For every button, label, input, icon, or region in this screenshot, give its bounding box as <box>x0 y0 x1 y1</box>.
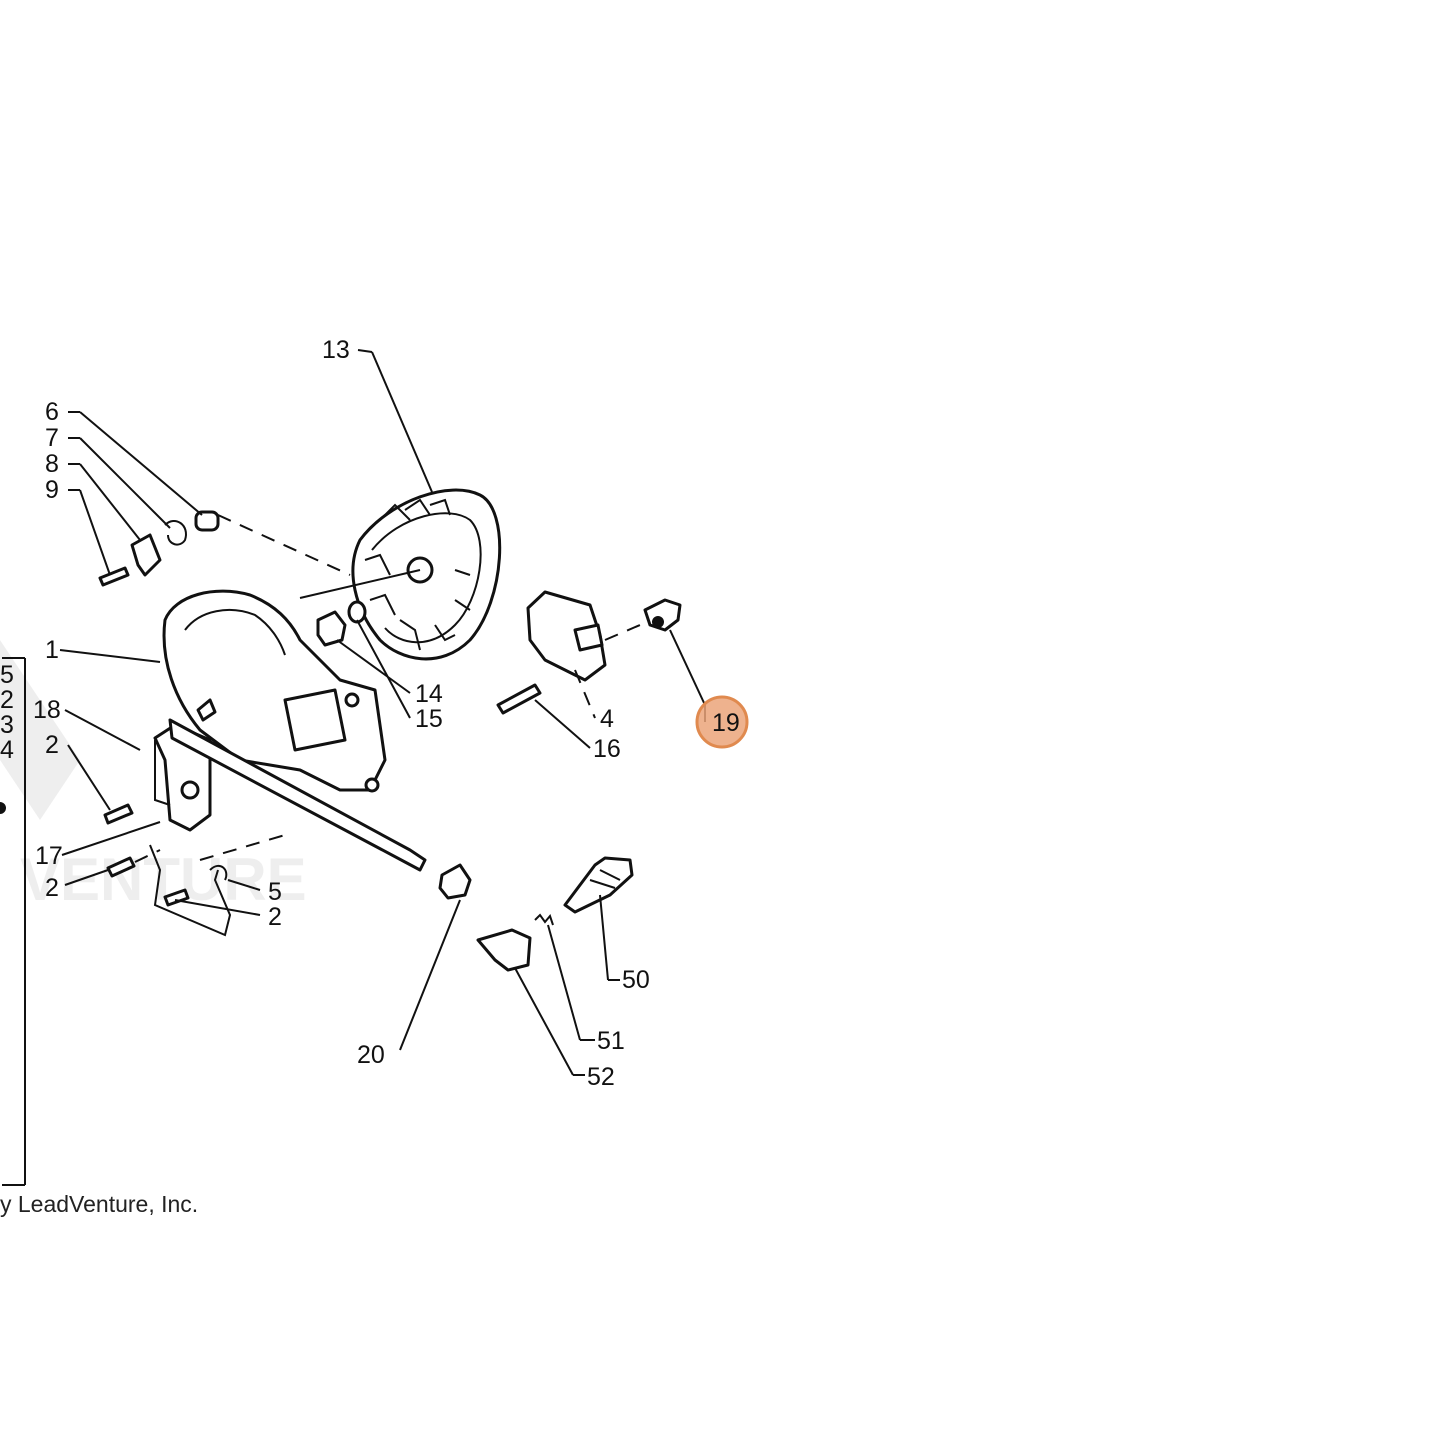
callout-6[interactable]: 6 <box>45 398 59 426</box>
callout-8[interactable]: 8 <box>45 450 59 478</box>
bolt-parts[interactable] <box>103 803 190 907</box>
callout-7[interactable]: 7 <box>45 424 59 452</box>
plug-boot-part[interactable] <box>476 928 532 972</box>
left-page-frame: 5 2 3 4 <box>0 657 26 1186</box>
callout-16[interactable]: 16 <box>593 735 621 763</box>
callout-labels: 13 6 7 8 9 1 18 2 17 2 5 2 14 15 4 16 19… <box>33 336 740 1091</box>
svg-text:VENTURE: VENTURE <box>20 846 307 913</box>
callout-13[interactable]: 13 <box>322 336 350 364</box>
wire-clip-part[interactable] <box>149 834 286 937</box>
bolt-16-part[interactable] <box>496 683 542 715</box>
callout-20[interactable]: 20 <box>357 1041 385 1069</box>
small-parts-group[interactable] <box>98 510 351 587</box>
spark-plug-part[interactable] <box>563 856 634 914</box>
spring-part[interactable] <box>534 913 554 926</box>
side-list-item: 3 <box>0 711 14 739</box>
callout-2[interactable]: 2 <box>268 903 282 931</box>
callout-52[interactable]: 52 <box>587 1063 615 1091</box>
grommet-20-part[interactable] <box>438 863 472 900</box>
watermark: VENTURE <box>0 640 307 913</box>
side-list-item: 5 <box>0 661 14 689</box>
highlight-marker <box>695 695 749 749</box>
fan-housing-part[interactable] <box>162 589 387 793</box>
leader-lines <box>59 349 706 1076</box>
callout-5[interactable]: 5 <box>268 878 282 906</box>
callout-15[interactable]: 15 <box>415 705 443 733</box>
copyright-text: y LeadVenture, Inc. <box>0 1191 198 1217</box>
callout-2[interactable]: 2 <box>45 874 59 902</box>
callout-17[interactable]: 17 <box>35 842 63 870</box>
flywheel-part[interactable] <box>299 488 502 661</box>
callout-9[interactable]: 9 <box>45 476 59 504</box>
callout-51[interactable]: 51 <box>597 1027 625 1055</box>
callout-50[interactable]: 50 <box>622 966 650 994</box>
ignition-module-part[interactable] <box>526 590 641 682</box>
callout-2[interactable]: 2 <box>45 731 59 759</box>
callout-18[interactable]: 18 <box>33 696 61 724</box>
ignition-coil-part[interactable] <box>153 718 427 872</box>
callout-4[interactable]: 4 <box>600 705 614 733</box>
callout-19[interactable]: 19 <box>712 709 740 737</box>
side-list-item: 2 <box>0 686 14 714</box>
callout-14[interactable]: 14 <box>415 680 443 708</box>
side-list-item: 4 <box>0 736 14 764</box>
clip-19-part[interactable] <box>643 598 682 632</box>
nut-washer-parts[interactable] <box>316 600 367 647</box>
callout-1[interactable]: 1 <box>45 636 59 664</box>
